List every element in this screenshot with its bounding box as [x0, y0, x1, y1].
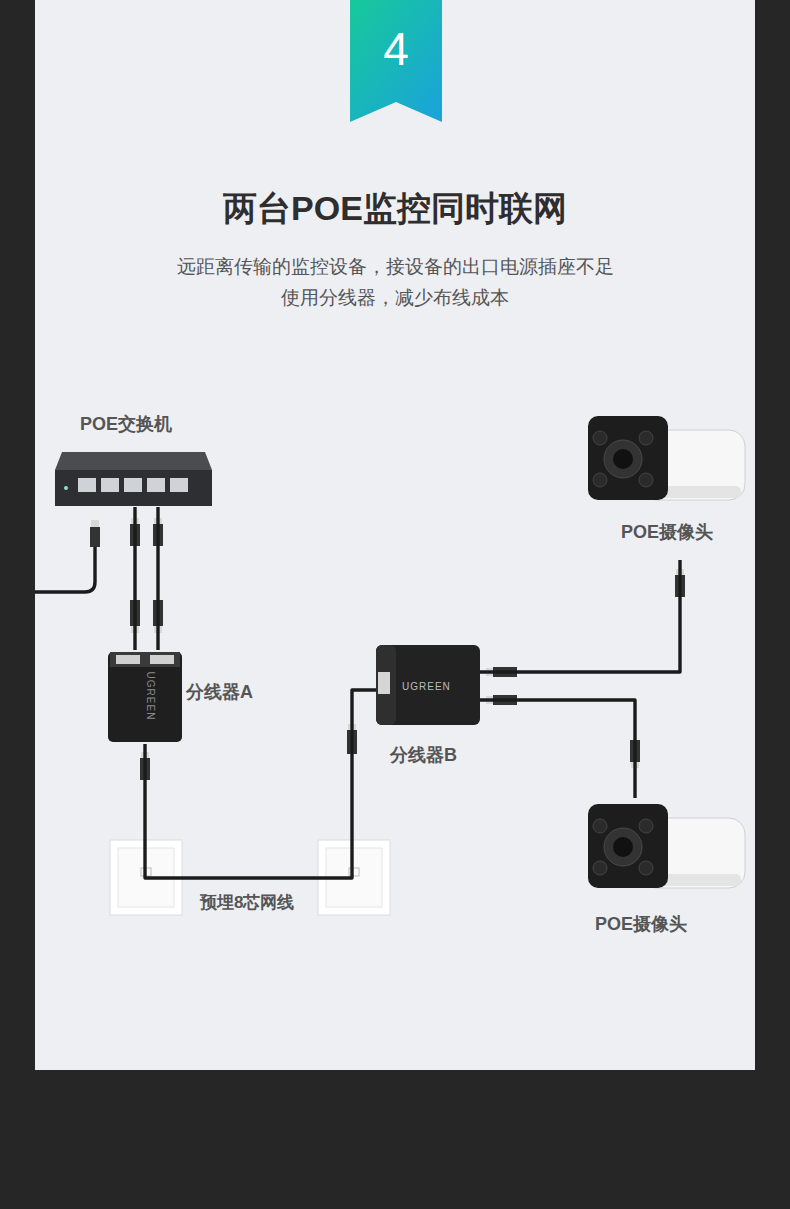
- camera-lens: [604, 828, 642, 866]
- network-cable: [480, 700, 635, 798]
- poe-camera: POE摄像头: [585, 798, 745, 940]
- splitter-b: 分线器B: [376, 645, 480, 770]
- node-label: 分线器A: [186, 680, 253, 704]
- camera-ir: [593, 431, 607, 445]
- poe-switch: POE交换机: [55, 412, 212, 507]
- switch-port: [78, 478, 96, 492]
- plug-body: [90, 527, 100, 547]
- camera-ir: [639, 431, 653, 445]
- switch-port: [101, 478, 119, 492]
- splitter-b-body: [376, 645, 480, 725]
- node-label: POE摄像头: [595, 912, 687, 936]
- camera-ir: [593, 473, 607, 487]
- plug-tip: [91, 520, 99, 527]
- camera-ir: [639, 819, 653, 833]
- camera-drawing: [588, 804, 745, 888]
- camera-drawing: [588, 416, 745, 500]
- switch-led: [64, 486, 68, 490]
- switch-port: [124, 478, 142, 492]
- brand-mark: UGREEN: [402, 681, 451, 693]
- splitter-a: 分线器A: [108, 650, 264, 744]
- cable: [35, 545, 95, 592]
- network-cable: [133, 507, 136, 650]
- switch-port: [170, 478, 188, 492]
- node-label: POE摄像头: [621, 520, 713, 544]
- splitter-a-rim: [110, 652, 180, 667]
- camera-front: [588, 804, 668, 888]
- splitter-port: [116, 655, 140, 664]
- camera-ir: [593, 861, 607, 875]
- camera-lens-core: [613, 449, 633, 469]
- switch-port: [147, 478, 165, 492]
- poe-camera: POE摄像头: [585, 410, 745, 560]
- network-cable: [480, 560, 680, 672]
- brand-mark: UGREEN: [144, 663, 156, 729]
- camera-ir: [593, 819, 607, 833]
- splitter-port: [150, 655, 174, 664]
- camera-front: [588, 416, 668, 500]
- network-cable: [145, 690, 376, 878]
- section-number: 4: [350, 22, 442, 76]
- switch-front: [55, 470, 212, 506]
- switch-top: [55, 452, 212, 470]
- network-cable: [156, 507, 159, 650]
- cable-label: 预埋8芯网线: [196, 892, 298, 914]
- camera-ir: [639, 473, 653, 487]
- camera-lens: [604, 440, 642, 478]
- subtitle-note: 远距离传输的监控设备，接设备的出口电源插座不足 使用分线器，减少布线成本: [155, 251, 635, 313]
- splitter-port: [378, 672, 390, 694]
- camera-lens-core: [613, 837, 633, 857]
- node-label: 分线器B: [390, 743, 457, 767]
- splitter-b-side: [376, 645, 396, 725]
- camera-ir: [639, 861, 653, 875]
- diagram-title: 两台POE监控同时联网: [35, 186, 755, 230]
- number-ribbon: [350, 0, 442, 122]
- splitter-a-body: [108, 652, 182, 742]
- node-label: POE交换机: [80, 412, 172, 436]
